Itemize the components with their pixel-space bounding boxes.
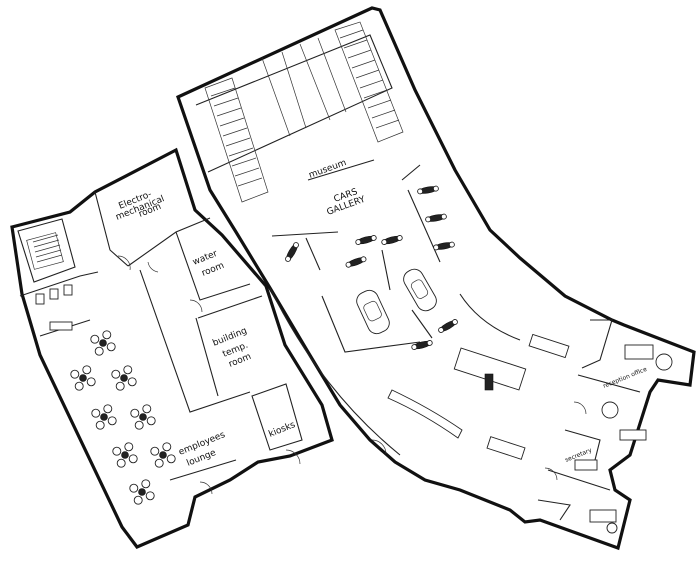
motorcycle <box>425 213 447 223</box>
east-wing <box>176 6 696 551</box>
office-upper-label: reception office <box>602 366 648 390</box>
west-wing <box>10 147 334 549</box>
lounge-seat-cluster <box>111 365 137 391</box>
museum-label: museum <box>308 158 348 181</box>
gallery-cars <box>356 268 437 335</box>
museum-stair-right <box>334 21 404 143</box>
motorcycle <box>355 234 377 246</box>
lounge-seat-cluster <box>129 479 155 505</box>
motorcycle <box>381 234 403 246</box>
motorcycle <box>411 339 433 351</box>
motorcycle <box>417 185 439 195</box>
lounge-seat-cluster <box>112 442 138 468</box>
lounge-seat-cluster <box>130 404 156 430</box>
gallery-motorcycles <box>285 185 458 351</box>
motorcycle <box>345 256 367 268</box>
lounge-seat-cluster <box>70 365 96 391</box>
lounge-seat-cluster <box>91 404 117 430</box>
lounge-seat-cluster <box>90 330 116 356</box>
west-stair <box>26 232 64 270</box>
museum-stair-left <box>204 77 269 203</box>
office-furniture <box>574 344 673 534</box>
motorcycle <box>285 242 299 262</box>
lounge-seating <box>70 330 176 505</box>
motorcycle <box>438 319 458 333</box>
restroom-fixtures <box>35 284 73 331</box>
kiosks-label: kiosks <box>267 420 297 440</box>
lounge-seat-cluster <box>150 442 176 468</box>
motorcycle <box>433 241 455 251</box>
